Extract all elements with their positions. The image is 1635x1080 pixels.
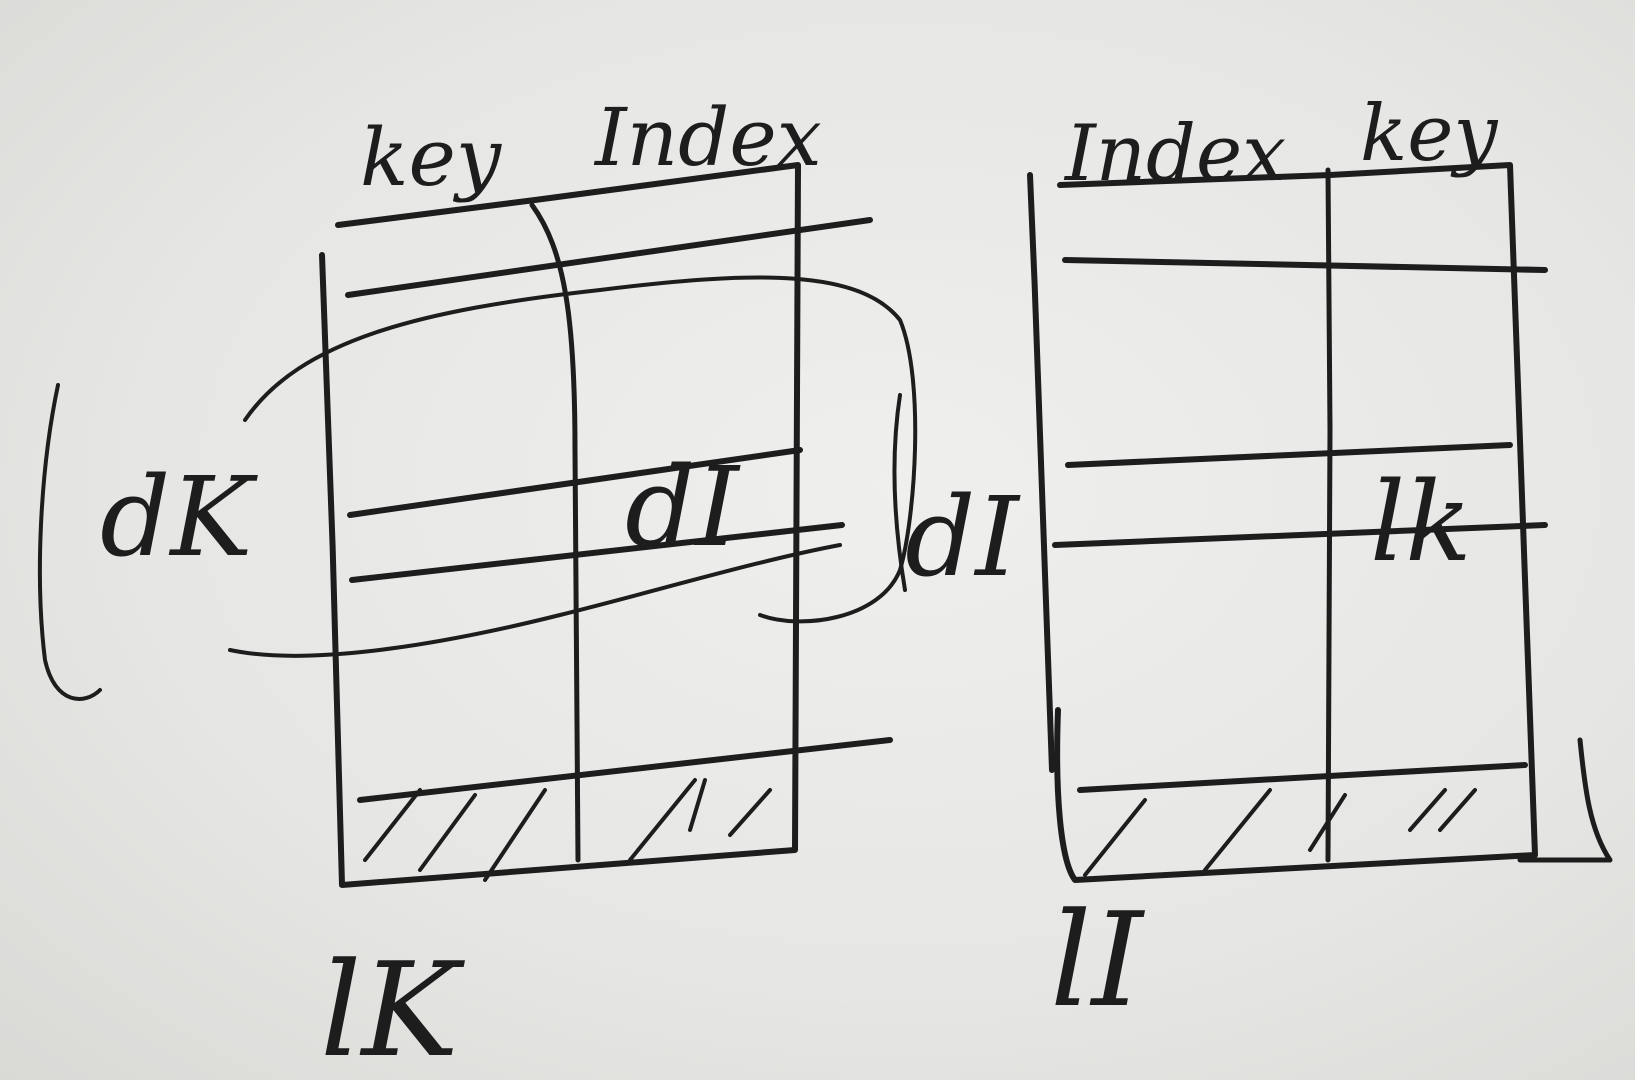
right-corner-mark <box>1517 737 1613 863</box>
left-column-divider <box>529 202 581 863</box>
left-header-key: key <box>360 111 503 204</box>
left-side-brace <box>37 383 102 701</box>
right-hatch <box>1083 788 1477 877</box>
left-side-label: dK <box>100 453 258 581</box>
left-outer-bracket <box>243 275 918 624</box>
left-row-line <box>347 447 803 518</box>
right-row-line <box>1065 442 1513 468</box>
left-lower-bracket <box>228 543 842 658</box>
right-column-divider <box>1325 167 1333 863</box>
left-bottom-label: lK <box>320 934 466 1080</box>
left-row-line <box>349 522 845 583</box>
right-side-brace <box>892 393 907 592</box>
left-row-line <box>357 737 893 803</box>
right-row-line <box>1062 257 1548 273</box>
right-side-label: dI <box>905 473 1021 601</box>
right-table-border <box>1054 162 1538 883</box>
right-table: Index key lk dI lI <box>892 89 1613 1036</box>
left-table: key Index dI dK lK <box>37 91 918 1080</box>
right-mid-label: lk <box>1370 458 1472 586</box>
left-header-index: Index <box>593 91 822 184</box>
left-table-border <box>319 162 801 888</box>
left-hatch <box>363 778 772 882</box>
right-bottom-label: lI <box>1050 884 1146 1036</box>
right-left-border <box>1027 172 1055 773</box>
left-mid-label: dI <box>625 443 741 571</box>
right-row-line <box>1052 522 1548 548</box>
right-row-line <box>1077 762 1528 793</box>
left-row-line <box>345 217 873 298</box>
